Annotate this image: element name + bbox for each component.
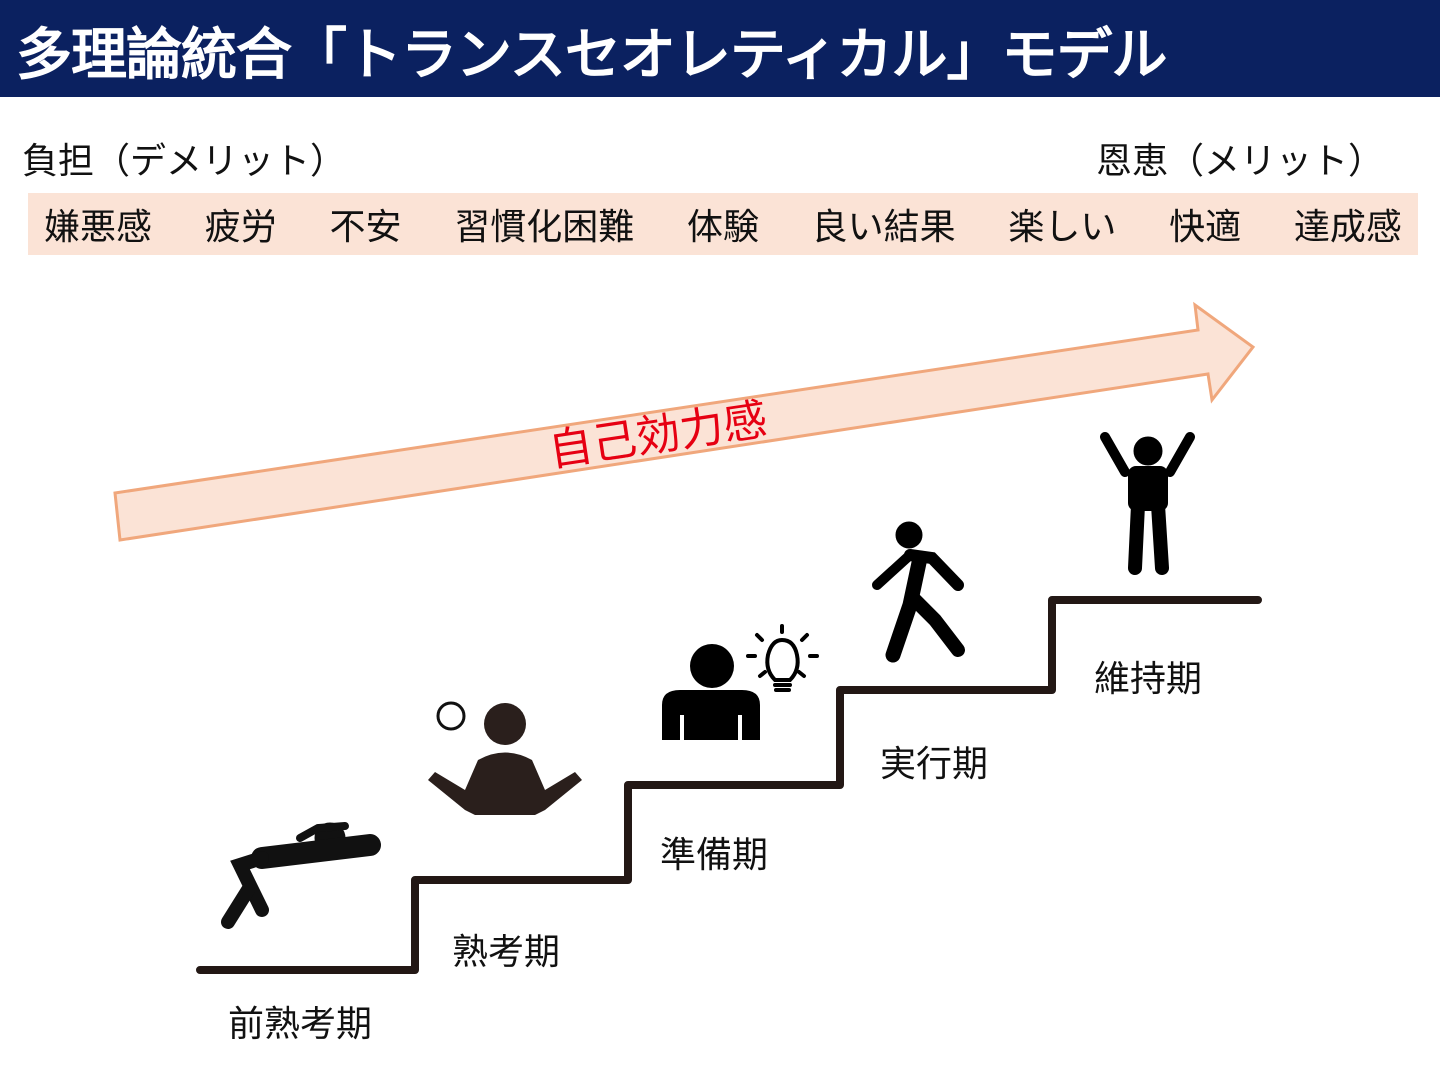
scale-item: 不安 <box>329 207 402 248</box>
scale-item: 習慣化困難 <box>454 207 635 248</box>
scale-item: 良い結果 <box>811 207 956 248</box>
stairs <box>196 596 1262 974</box>
scale-item: 疲労 <box>204 207 277 248</box>
arrow-label: 自己効力感 <box>546 394 771 477</box>
confused-person-icon <box>428 701 582 815</box>
burden-label: 負担（デメリット） <box>22 141 347 182</box>
lightbulb-icon <box>746 624 819 692</box>
page-title: 多理論統合「トランスセオレティカル」モデル <box>16 23 1168 88</box>
benefit-label: 恩恵（メリット） <box>1096 141 1385 182</box>
idea-person-icon <box>662 644 760 740</box>
tangled-thought-icon <box>436 701 466 731</box>
stage-precontemplation: 前熟考期 <box>228 1004 373 1045</box>
burden-benefit-scale: 嫌悪感 疲労 不安 習慣化困難 体験 良い結果 楽しい 快適 達成感 <box>28 193 1418 255</box>
stage-action: 実行期 <box>880 744 989 785</box>
self-efficacy-arrow <box>113 301 1256 542</box>
reclining-person-icon <box>221 822 381 929</box>
scale-item: 快適 <box>1169 207 1242 248</box>
stage-contemplation: 熟考期 <box>452 932 561 973</box>
scale-item: 達成感 <box>1293 207 1402 248</box>
scale-item: 体験 <box>686 207 759 248</box>
title-bar: 多理論統合「トランスセオレティカル」モデル <box>0 0 1440 97</box>
walking-person-icon <box>872 521 965 663</box>
cheering-person-icon <box>1100 432 1195 575</box>
stage-maintenance: 維持期 <box>1094 659 1203 700</box>
scale-item: 嫌悪感 <box>44 207 153 248</box>
scale-item: 楽しい <box>1008 207 1117 248</box>
stage-preparation: 準備期 <box>660 835 769 876</box>
